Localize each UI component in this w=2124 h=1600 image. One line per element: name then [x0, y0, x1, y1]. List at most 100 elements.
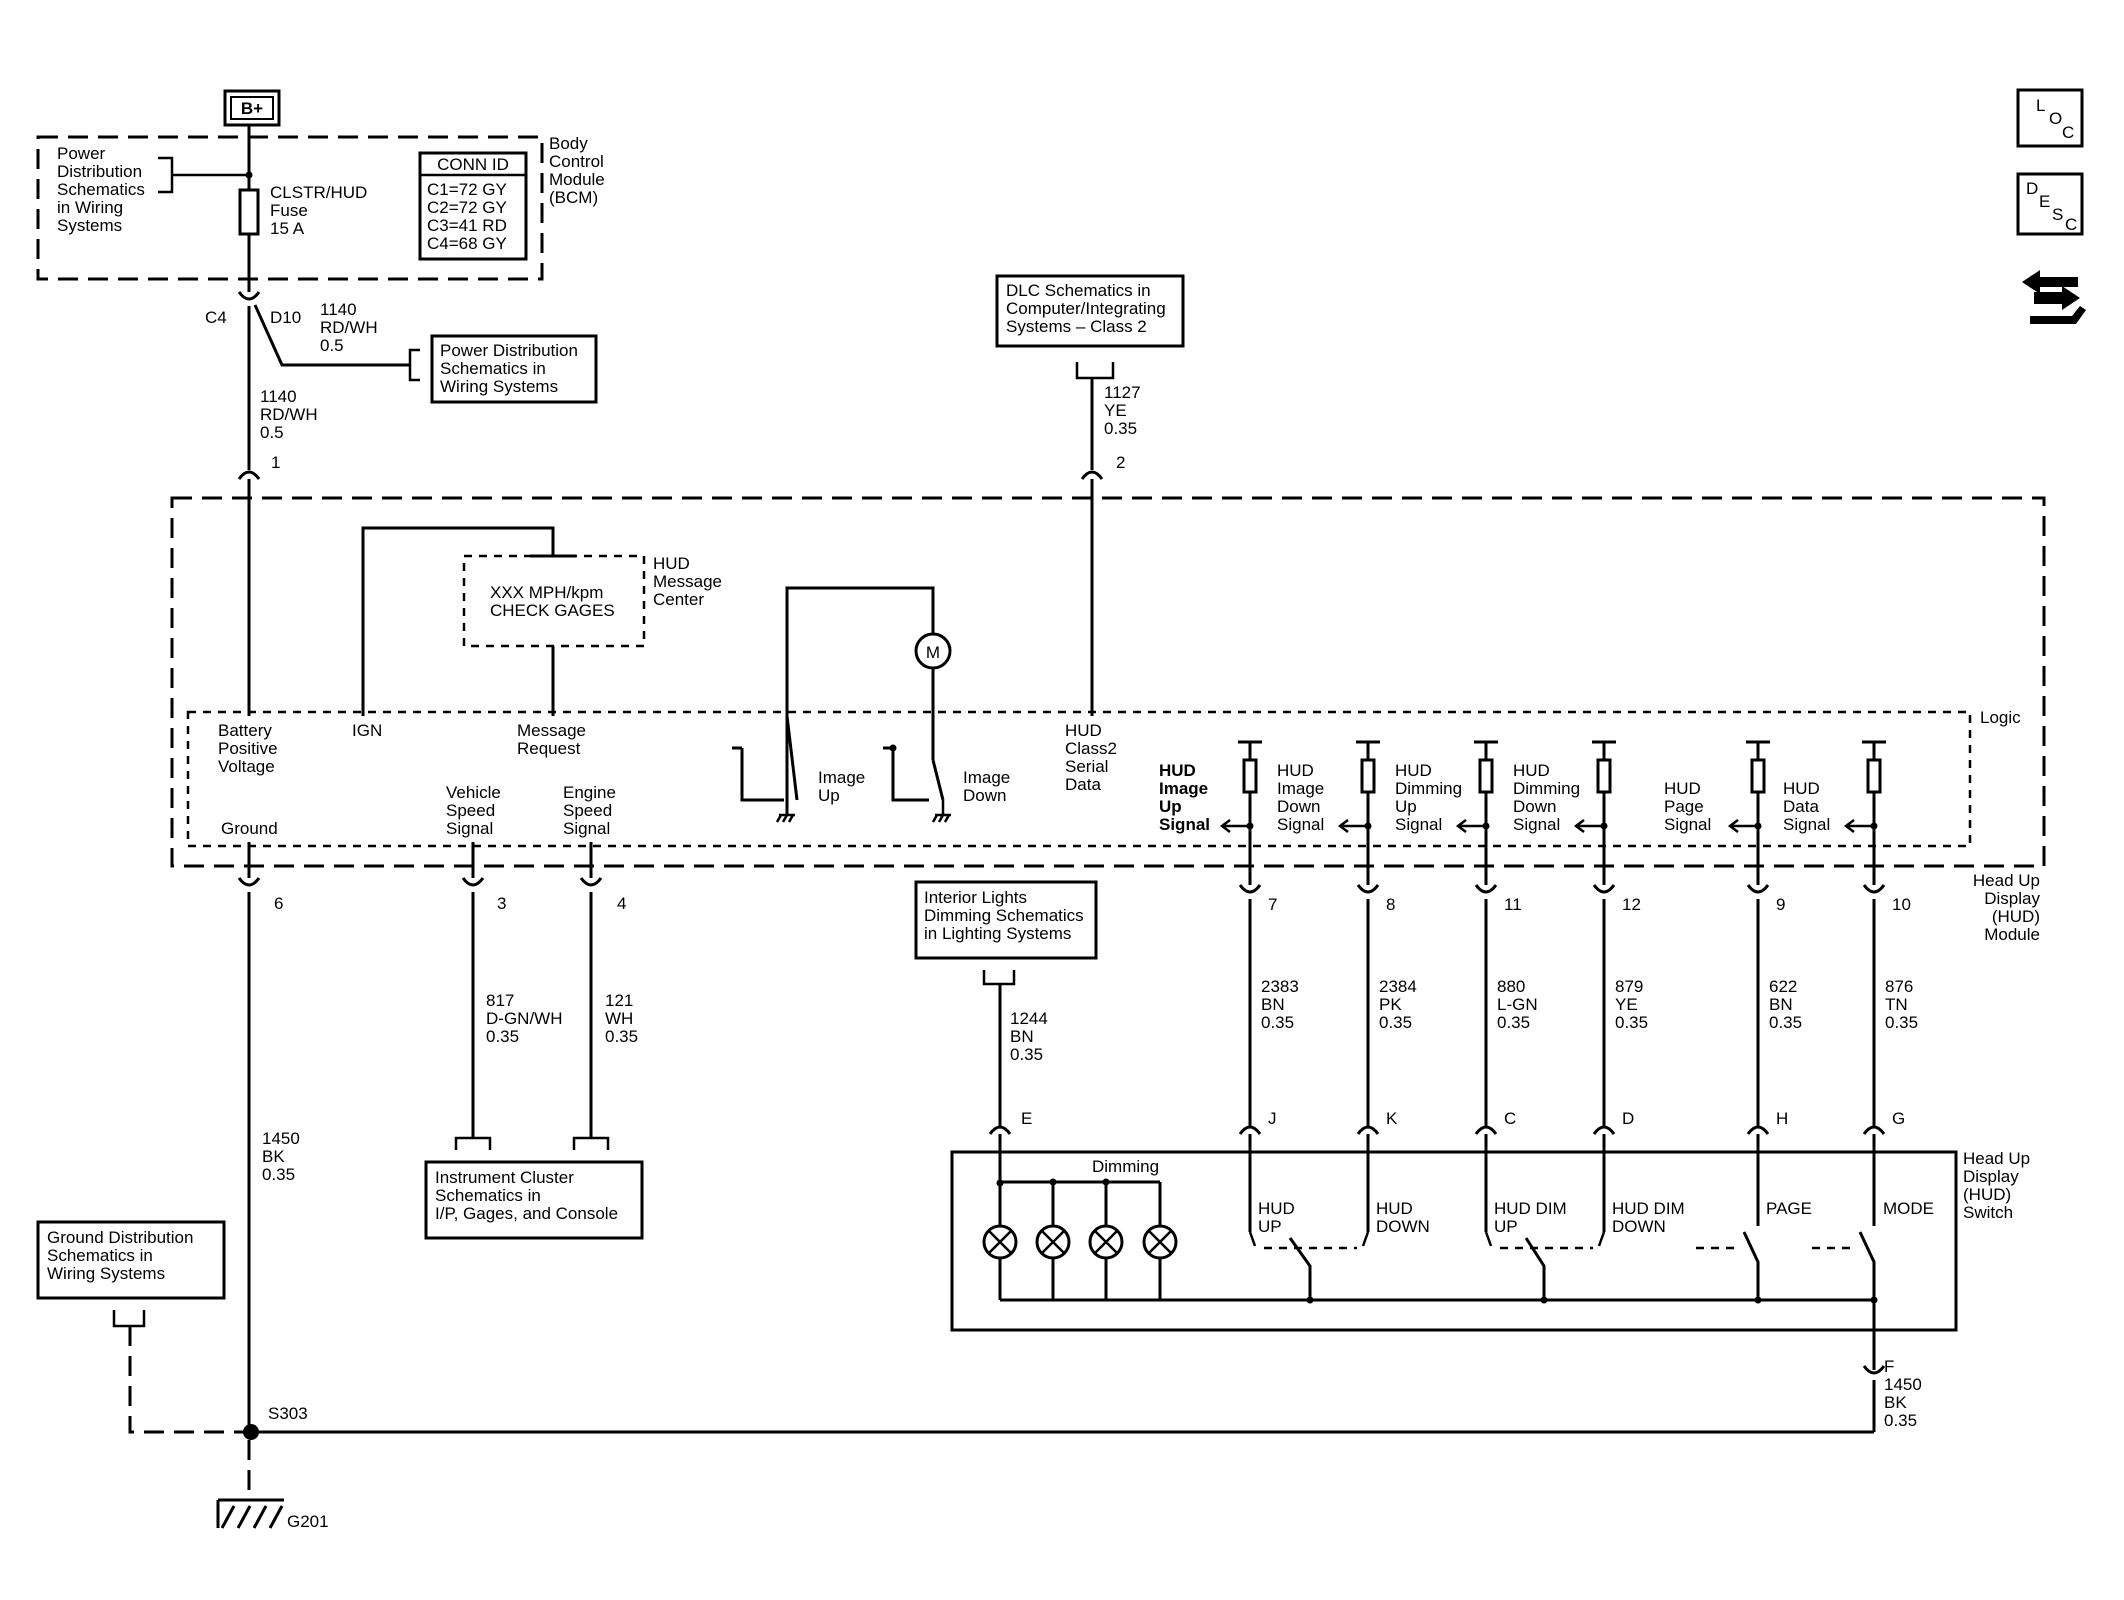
svg-text:C: C — [2062, 123, 2074, 142]
wire-2384: 8 2384 PK 0.35 K — [1356, 884, 1417, 1135]
svg-text:RD/WH: RD/WH — [260, 405, 318, 424]
svg-text:12: 12 — [1622, 895, 1641, 914]
wire-817-label: 817 D-GN/WH 0.35 — [486, 991, 562, 1046]
svg-text:S: S — [2052, 205, 2063, 224]
svg-text:DOWN: DOWN — [1612, 1217, 1666, 1236]
switch-page: PAGE — [1696, 1134, 1812, 1304]
svg-text:Instrument Cluster: Instrument Cluster — [435, 1168, 574, 1187]
svg-text:8: 8 — [1386, 895, 1395, 914]
svg-text:BK: BK — [262, 1147, 285, 1166]
svg-text:Schematics in: Schematics in — [435, 1186, 541, 1205]
svg-text:0.35: 0.35 — [1884, 1411, 1917, 1430]
svg-text:C3=41 RD: C3=41 RD — [427, 216, 507, 235]
svg-text:G: G — [1892, 1109, 1905, 1128]
svg-text:Signal: Signal — [1277, 815, 1324, 834]
svg-text:F: F — [1884, 1357, 1894, 1376]
svg-text:879: 879 — [1615, 977, 1643, 996]
svg-text:HUD: HUD — [1783, 779, 1820, 798]
svg-text:622: 622 — [1769, 977, 1797, 996]
lamp-2 — [1035, 1224, 1071, 1260]
svg-text:I/P, Gages, and Console: I/P, Gages, and Console — [435, 1204, 618, 1223]
svg-text:PAGE: PAGE — [1766, 1199, 1812, 1218]
svg-text:0.35: 0.35 — [1885, 1013, 1918, 1032]
svg-text:(HUD): (HUD) — [1992, 907, 2040, 926]
svg-text:Page: Page — [1664, 797, 1704, 816]
svg-text:880: 880 — [1497, 977, 1525, 996]
svg-text:DOWN: DOWN — [1376, 1217, 1430, 1236]
wire-879: 12 879 YE 0.35 D — [1592, 884, 1648, 1135]
svg-text:Power Distribution: Power Distribution — [440, 341, 578, 360]
svg-text:Serial: Serial — [1065, 757, 1108, 776]
svg-text:0.35: 0.35 — [1615, 1013, 1648, 1032]
loc-icon[interactable]: L O C — [2016, 88, 2084, 148]
svg-text:D-GN/WH: D-GN/WH — [486, 1009, 562, 1028]
svg-text:2384: 2384 — [1379, 977, 1417, 996]
svg-text:Class2: Class2 — [1065, 739, 1117, 758]
wire-2383: 7 2383 BN 0.35 J — [1238, 884, 1299, 1135]
svg-text:in Wiring: in Wiring — [57, 198, 123, 217]
desc-icon[interactable]: D E S C — [2016, 172, 2084, 236]
svg-text:E: E — [1021, 1109, 1032, 1128]
svg-text:C1=72 GY: C1=72 GY — [427, 180, 507, 199]
svg-text:1127: 1127 — [1104, 383, 1141, 402]
wire-1140-label-b: 1140 RD/WH 0.5 — [260, 387, 318, 442]
svg-text:Systems: Systems — [57, 216, 122, 235]
svg-text:Down: Down — [1513, 797, 1556, 816]
svg-text:UP: UP — [1258, 1217, 1282, 1236]
svg-text:YE: YE — [1104, 401, 1127, 420]
svg-text:Image: Image — [818, 768, 865, 787]
svg-text:Battery: Battery — [218, 721, 272, 740]
bcm-boundary — [36, 135, 544, 281]
svg-text:BN: BN — [1769, 995, 1793, 1014]
svg-text:HUD: HUD — [1065, 721, 1102, 740]
svg-text:Systems – Class 2: Systems – Class 2 — [1006, 317, 1147, 336]
lamp-3 — [1088, 1224, 1124, 1260]
svg-text:876: 876 — [1885, 977, 1913, 996]
motor-symbol: M — [914, 632, 952, 670]
svg-text:C: C — [2065, 215, 2077, 234]
svg-text:Data: Data — [1065, 775, 1101, 794]
svg-text:Speed: Speed — [563, 801, 612, 820]
svg-text:D: D — [1622, 1109, 1634, 1128]
svg-text:15 A: 15 A — [270, 219, 305, 238]
svg-text:0.35: 0.35 — [1769, 1013, 1802, 1032]
switch-hud-dim-up-down: HUD DIM UP HUD DIM DOWN — [1484, 1134, 1685, 1304]
svg-text:CONN ID: CONN ID — [437, 155, 509, 174]
svg-text:Dimming: Dimming — [1513, 779, 1580, 798]
image-up-label: Image Up — [818, 768, 865, 805]
hud-module-label: Head Up Display (HUD) Module — [1973, 871, 2041, 944]
dlc-schematics-box: DLC Schematics in Computer/Integrating S… — [995, 274, 1185, 348]
svg-text:Speed: Speed — [446, 801, 495, 820]
svg-text:1450: 1450 — [262, 1129, 300, 1148]
vehicle-speed-signal-label: Vehicle Speed Signal — [446, 783, 501, 838]
svg-text:MODE: MODE — [1883, 1199, 1934, 1218]
svg-text:Computer/Integrating: Computer/Integrating — [1006, 299, 1166, 318]
svg-text:1140: 1140 — [320, 300, 357, 319]
svg-text:0.35: 0.35 — [486, 1027, 519, 1046]
svg-text:Wiring Systems: Wiring Systems — [47, 1264, 165, 1283]
svg-text:Down: Down — [1277, 797, 1320, 816]
hud-switch-boundary — [950, 1150, 1958, 1332]
svg-text:Voltage: Voltage — [218, 757, 275, 776]
hud-class2-label: HUD Class2 Serial Data — [1065, 721, 1117, 794]
svg-text:Logic: Logic — [1980, 708, 2021, 727]
svg-text:Up: Up — [1159, 797, 1182, 816]
wire-1450-label-a: 1450 BK 0.35 — [262, 1129, 300, 1184]
svg-text:0.35: 0.35 — [1010, 1045, 1043, 1064]
svg-text:S303: S303 — [268, 1404, 308, 1423]
svg-text:YE: YE — [1615, 995, 1638, 1014]
wire-622: 9 622 BN 0.35 H — [1746, 884, 1802, 1135]
battery-positive-voltage-label: Battery Positive Voltage — [218, 721, 278, 776]
svg-text:Power: Power — [57, 144, 106, 163]
svg-text:Signal: Signal — [563, 819, 610, 838]
svg-text:B+: B+ — [241, 99, 263, 118]
navigation-arrows-icon[interactable] — [2022, 270, 2086, 324]
lamp-1 — [982, 1224, 1018, 1260]
svg-text:Display: Display — [1984, 889, 2040, 908]
svg-text:Up: Up — [818, 786, 840, 805]
image-up-switch — [732, 715, 799, 823]
svg-text:HUD: HUD — [1258, 1199, 1295, 1218]
dimming-label: Dimming — [1092, 1157, 1159, 1176]
wire-1127-label: 1127 YE 0.35 — [1104, 383, 1141, 438]
svg-text:K: K — [1386, 1109, 1398, 1128]
